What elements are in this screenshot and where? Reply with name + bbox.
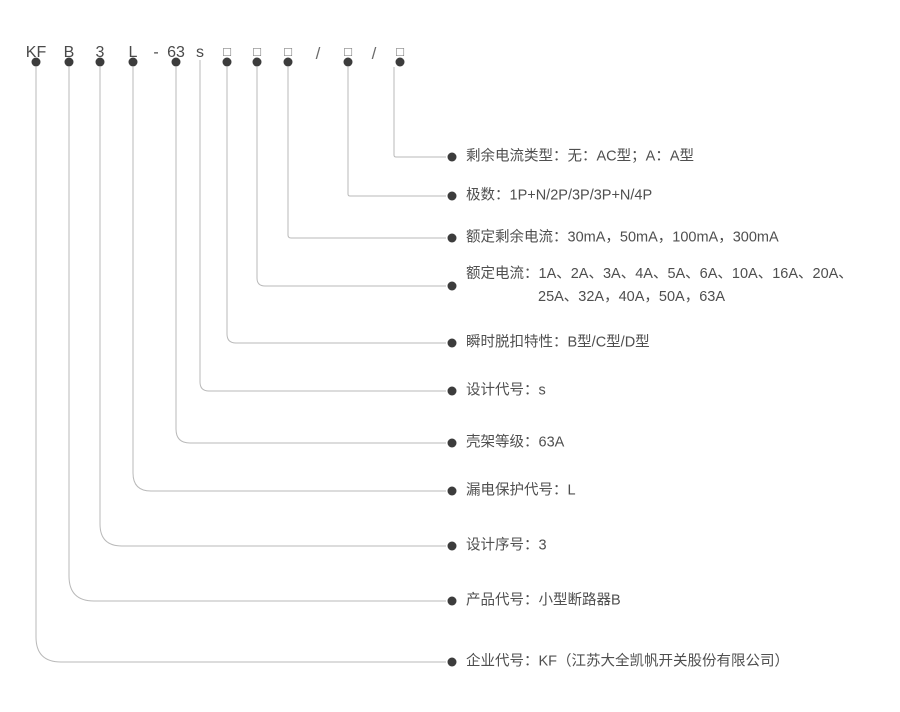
callout-label-earth-leakage-protection-code: 漏电保护代号：L xyxy=(466,480,576,503)
model-code-char-13: □ xyxy=(396,44,404,59)
model-code-char-9: □ xyxy=(284,44,292,59)
callout-label-design-code: 设计代号：s xyxy=(466,380,546,403)
callout-text-design-sequence-number: 设计序号：3 xyxy=(466,537,547,554)
code-dot-8 xyxy=(252,57,262,67)
code-dot-7 xyxy=(222,57,232,67)
model-code-char-10: / xyxy=(315,44,321,63)
model-code-char-4: - xyxy=(153,44,159,61)
callout-text-rated-current: 额定电流：1A、2A、3A、4A、5A、6A、10A、16A、20A、 xyxy=(466,266,853,282)
code-dot-9 xyxy=(283,57,293,67)
callout-text-product-code: 产品代号：小型断路器B xyxy=(466,592,621,609)
callout-dot-enterprise-code xyxy=(447,657,457,667)
callout-dot-earth-leakage-protection-code xyxy=(447,486,457,496)
leader-line-enterprise-code xyxy=(35,67,446,663)
code-dot-2 xyxy=(95,57,105,67)
model-code-char-2: 3 xyxy=(95,44,105,61)
code-dot-13 xyxy=(395,57,405,67)
callout-text-design-code: 设计代号：s xyxy=(466,382,546,399)
code-dot-1 xyxy=(64,57,74,67)
callout-dot-design-sequence-number xyxy=(447,541,457,551)
callout-text-instantaneous-trip-characteristic: 瞬时脱扣特性：B型/C型/D型 xyxy=(466,334,650,351)
model-code-char-12: / xyxy=(371,44,377,63)
callout-dot-design-code xyxy=(447,386,457,396)
callout-label-pole-number: 极数：1P+N/2P/3P/3P+N/4P xyxy=(466,185,652,208)
model-code-char-3: L xyxy=(128,44,138,61)
callout-label-product-code: 产品代号：小型断路器B xyxy=(466,590,621,613)
code-dot-0 xyxy=(31,57,41,67)
callout-dot-instantaneous-trip-characteristic xyxy=(447,338,457,348)
callout-dot-product-code xyxy=(447,596,457,606)
model-code-char-6: s xyxy=(196,44,204,61)
callout-label-residual-current-type: 剩余电流类型：无：AC型；A：A型 xyxy=(466,146,694,169)
model-code-char-7: □ xyxy=(223,44,231,59)
callout-text-residual-current-type: 剩余电流类型：无：AC型；A：A型 xyxy=(466,148,694,165)
leader-line-instantaneous-trip-characteristic xyxy=(226,67,446,344)
leader-line-design-code xyxy=(199,67,446,392)
leader-line-pole-number xyxy=(347,67,446,197)
callout-label-rated-current: 额定电流：1A、2A、3A、4A、5A、6A、10A、16A、20A、 25A、3… xyxy=(466,263,853,309)
leader-line-design-sequence-number xyxy=(99,67,446,547)
callout-label-instantaneous-trip-characteristic: 瞬时脱扣特性：B型/C型/D型 xyxy=(466,332,650,355)
model-code-char-5: 63 xyxy=(167,44,185,61)
model-code-char-11: □ xyxy=(344,44,352,59)
leader-line-residual-current-type xyxy=(393,67,446,158)
code-dot-5 xyxy=(171,57,181,67)
callout-text-rated-residual-current: 额定剩余电流：30mA，50mA，100mA，300mA xyxy=(466,229,779,246)
callout-text-enterprise-code: 企业代号：KF（江苏大全凯帆开关股份有限公司） xyxy=(466,653,790,670)
callout-dot-rated-current xyxy=(447,281,457,291)
leader-line-rated-current xyxy=(256,67,446,287)
model-code-char-8: □ xyxy=(253,44,261,59)
leader-line-earth-leakage-protection-code xyxy=(132,67,446,492)
callout-dot-frame-rating xyxy=(447,438,457,448)
callout-label-enterprise-code: 企业代号：KF（江苏大全凯帆开关股份有限公司） xyxy=(466,651,789,674)
callout-text-rated-current-line2: 25A、32A，40A，50A，63A xyxy=(538,289,725,305)
leader-line-frame-rating xyxy=(175,67,446,444)
callout-label-rated-residual-current: 额定剩余电流：30mA，50mA，100mA，300mA xyxy=(466,227,779,250)
callout-dot-residual-current-type xyxy=(447,152,457,162)
model-code-char-1: B xyxy=(63,44,75,61)
leader-line-product-code xyxy=(68,67,446,602)
callout-label-frame-rating: 壳架等级：63A xyxy=(466,432,564,455)
code-dot-3 xyxy=(128,57,138,67)
leader-line-rated-residual-current xyxy=(287,67,446,239)
code-dot-11 xyxy=(343,57,353,67)
callout-text-pole-number: 极数：1P+N/2P/3P/3P+N/4P xyxy=(466,187,653,204)
model-code-char-0: KF xyxy=(25,44,47,61)
callout-text-frame-rating: 壳架等级：63A xyxy=(466,434,565,451)
callout-label-design-sequence-number: 设计序号：3 xyxy=(466,535,547,558)
callout-dot-rated-residual-current xyxy=(447,233,457,243)
callout-dot-pole-number xyxy=(447,191,457,201)
callout-text-earth-leakage-protection-code: 漏电保护代号：L xyxy=(466,482,576,499)
